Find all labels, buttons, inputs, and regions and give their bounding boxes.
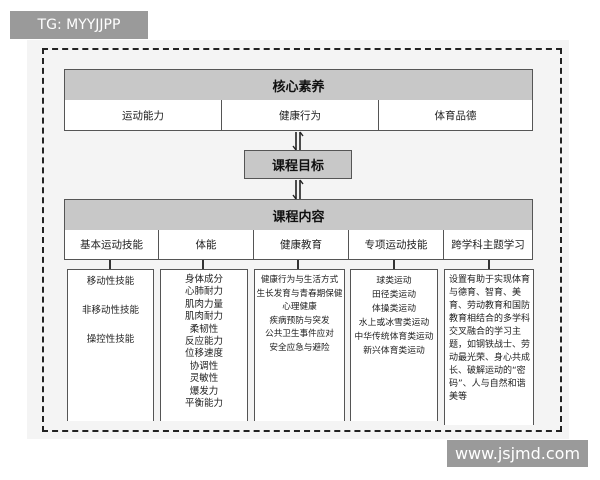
watermark-bottom-right: www.jsjmd.com [447, 440, 588, 467]
content-item: 新兴体育类运动 [363, 346, 425, 356]
content-item: 安全应急与避险 [269, 342, 330, 353]
content-item: 健康行为与生活方式 [260, 275, 339, 285]
category-specialized-sports: 专项运动技能 [349, 230, 444, 259]
content-item: 心肺耐力 [184, 286, 223, 298]
core-item-health-behavior: 健康行为 [222, 100, 379, 130]
core-literacy-header: 核心素养 [64, 69, 533, 101]
content-item: 水上或冰雪类运动 [358, 318, 430, 328]
content-box-interdisciplinary: 设置有助于实现体育与德育、智育、美育、劳动教育和国防教育相结合的多学科交叉融合的… [444, 269, 534, 425]
content-item: 非移动性技能 [81, 305, 139, 317]
content-item: 肌肉力量 [184, 298, 223, 310]
content-item: 平衡能力 [184, 398, 223, 410]
content-paragraph: 设置有助于实现体育与德育、智育、美育、劳动教育和国防教育相结合的多学科交叉融合的… [449, 275, 531, 402]
content-box-basic-motor-skills: 移动性技能 非移动性技能 操控性技能 [67, 269, 154, 421]
core-item-sports-ethics: 体育品德 [434, 109, 477, 122]
content-item: 公共卫生事件应对 [265, 329, 334, 339]
content-item: 灵敏性 [189, 373, 219, 385]
content-item: 协调性 [189, 360, 219, 372]
content-item: 身体成分 [184, 274, 223, 285]
double-arrow-1 [292, 131, 304, 151]
connector [109, 260, 111, 269]
content-box-specialized-sports: 球类运动 田径类运动 体操类运动 水上或冰雪类运动 中华传统体育类运动 新兴体育… [350, 269, 438, 421]
content-item: 位移速度 [184, 348, 223, 360]
category-health-education: 健康教育 [254, 230, 349, 259]
course-content-row: 基本运动技能 体能 健康教育 专项运动技能 跨学科主题学习 [64, 230, 533, 260]
content-item: 田径类运动 [372, 290, 416, 300]
category-interdisciplinary: 跨学科主题学习 [451, 239, 525, 251]
core-literacy-row: 运动能力 健康行为 体育品德 [64, 100, 533, 131]
content-box-physical-fitness: 身体成分 心肺耐力 肌肉力量 肌肉耐力 柔韧性 反应能力 位移速度 协调性 灵敏… [160, 269, 248, 421]
content-box-health-education: 健康行为与生活方式 生长发育与青春期保健 心理健康 疾病预防与突发 公共卫生事件… [254, 269, 345, 421]
course-content-header: 课程内容 [64, 199, 533, 231]
content-item: 心理健康 [282, 302, 317, 312]
dashed-frame [42, 48, 562, 432]
connector [202, 260, 204, 269]
connector [488, 260, 490, 269]
connector [297, 260, 299, 269]
core-item-motor-ability: 运动能力 [65, 100, 222, 130]
category-basic-motor-skills: 基本运动技能 [65, 230, 159, 259]
content-item: 柔韧性 [189, 323, 219, 335]
watermark-top-left: TG: MYYJJPP [10, 11, 148, 39]
content-item: 操控性技能 [86, 334, 135, 346]
course-goal-box: 课程目标 [244, 150, 352, 179]
content-item: 爆发力 [189, 385, 219, 397]
content-item: 体操类运动 [372, 304, 416, 314]
category-physical-fitness: 体能 [159, 230, 254, 259]
content-item: 疾病预防与突发 [269, 315, 330, 326]
content-item: 反应能力 [184, 336, 223, 348]
content-item: 生长发育与青春期保健 [256, 288, 343, 299]
double-arrow-2 [292, 179, 304, 200]
content-item: 移动性技能 [86, 276, 135, 287]
content-item: 中华传统体育类运动 [354, 332, 434, 342]
content-item: 肌肉耐力 [184, 311, 223, 323]
content-item: 球类运动 [376, 276, 412, 286]
connector [393, 260, 395, 269]
